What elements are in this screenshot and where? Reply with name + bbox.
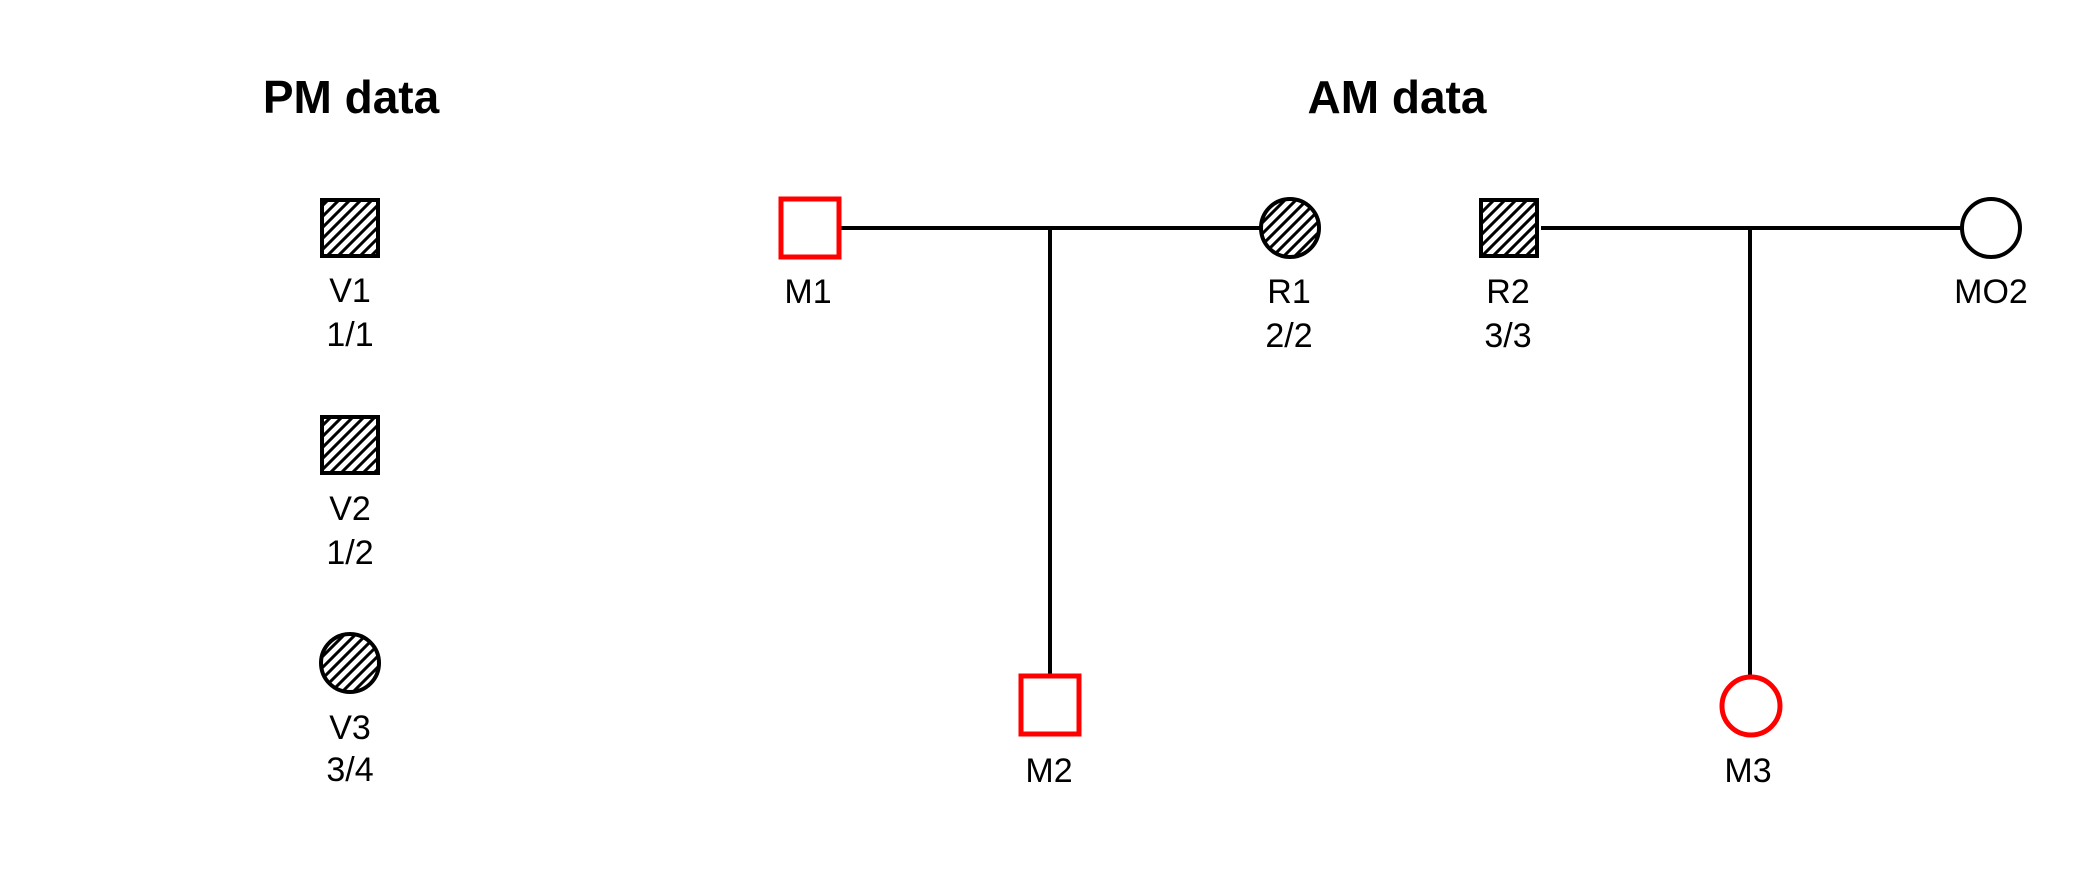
v2-id-label: V2 xyxy=(329,490,371,528)
r1-genotype-label: 2/2 xyxy=(1265,317,1312,355)
m2-red-square-symbol xyxy=(1018,673,1082,737)
v1-genotype-label: 1/1 xyxy=(326,316,373,354)
legend-item-v1: V1 1/1 xyxy=(320,198,380,354)
v3-genotype-label: 3/4 xyxy=(326,751,373,789)
v3-id-label: V3 xyxy=(329,709,371,747)
legend-item-v2: V2 1/2 xyxy=(320,415,380,572)
r2-id-label: R2 xyxy=(1486,273,1529,311)
r2-genotype-label: 3/3 xyxy=(1484,317,1531,355)
v1-hatched-square-symbol xyxy=(320,198,380,258)
mo2-id-label: MO2 xyxy=(1954,273,2028,311)
family-2: R2 3/3 MO2 M3 xyxy=(1479,197,2028,790)
legend-item-v3: V3 3/4 xyxy=(319,632,381,789)
v3-hatched-circle-symbol xyxy=(319,632,381,694)
mo2-circle-symbol xyxy=(1960,197,2022,259)
m3-id-label: M3 xyxy=(1724,752,1771,790)
v2-genotype-label: 1/2 xyxy=(326,534,373,572)
r2-hatched-square-symbol xyxy=(1479,198,1539,258)
am-panel: AM data M1 R1 2/2 M2 R2 3/3 xyxy=(778,71,2028,790)
r1-hatched-circle-symbol xyxy=(1259,197,1321,259)
family-1: M1 R1 2/2 M2 xyxy=(778,196,1321,790)
pm-panel-title: PM data xyxy=(263,71,440,123)
am-panel-title: AM data xyxy=(1308,71,1487,123)
m1-id-label: M1 xyxy=(784,273,831,311)
r1-id-label: R1 xyxy=(1267,273,1310,311)
pm-panel: PM data V1 1/1 V2 1/2 V3 3/4 xyxy=(263,71,440,789)
m1-red-square-symbol xyxy=(778,196,842,260)
m3-red-circle-symbol xyxy=(1719,674,1783,738)
m2-id-label: M2 xyxy=(1025,752,1072,790)
v1-id-label: V1 xyxy=(329,272,371,310)
v2-hatched-square-symbol xyxy=(320,415,380,475)
